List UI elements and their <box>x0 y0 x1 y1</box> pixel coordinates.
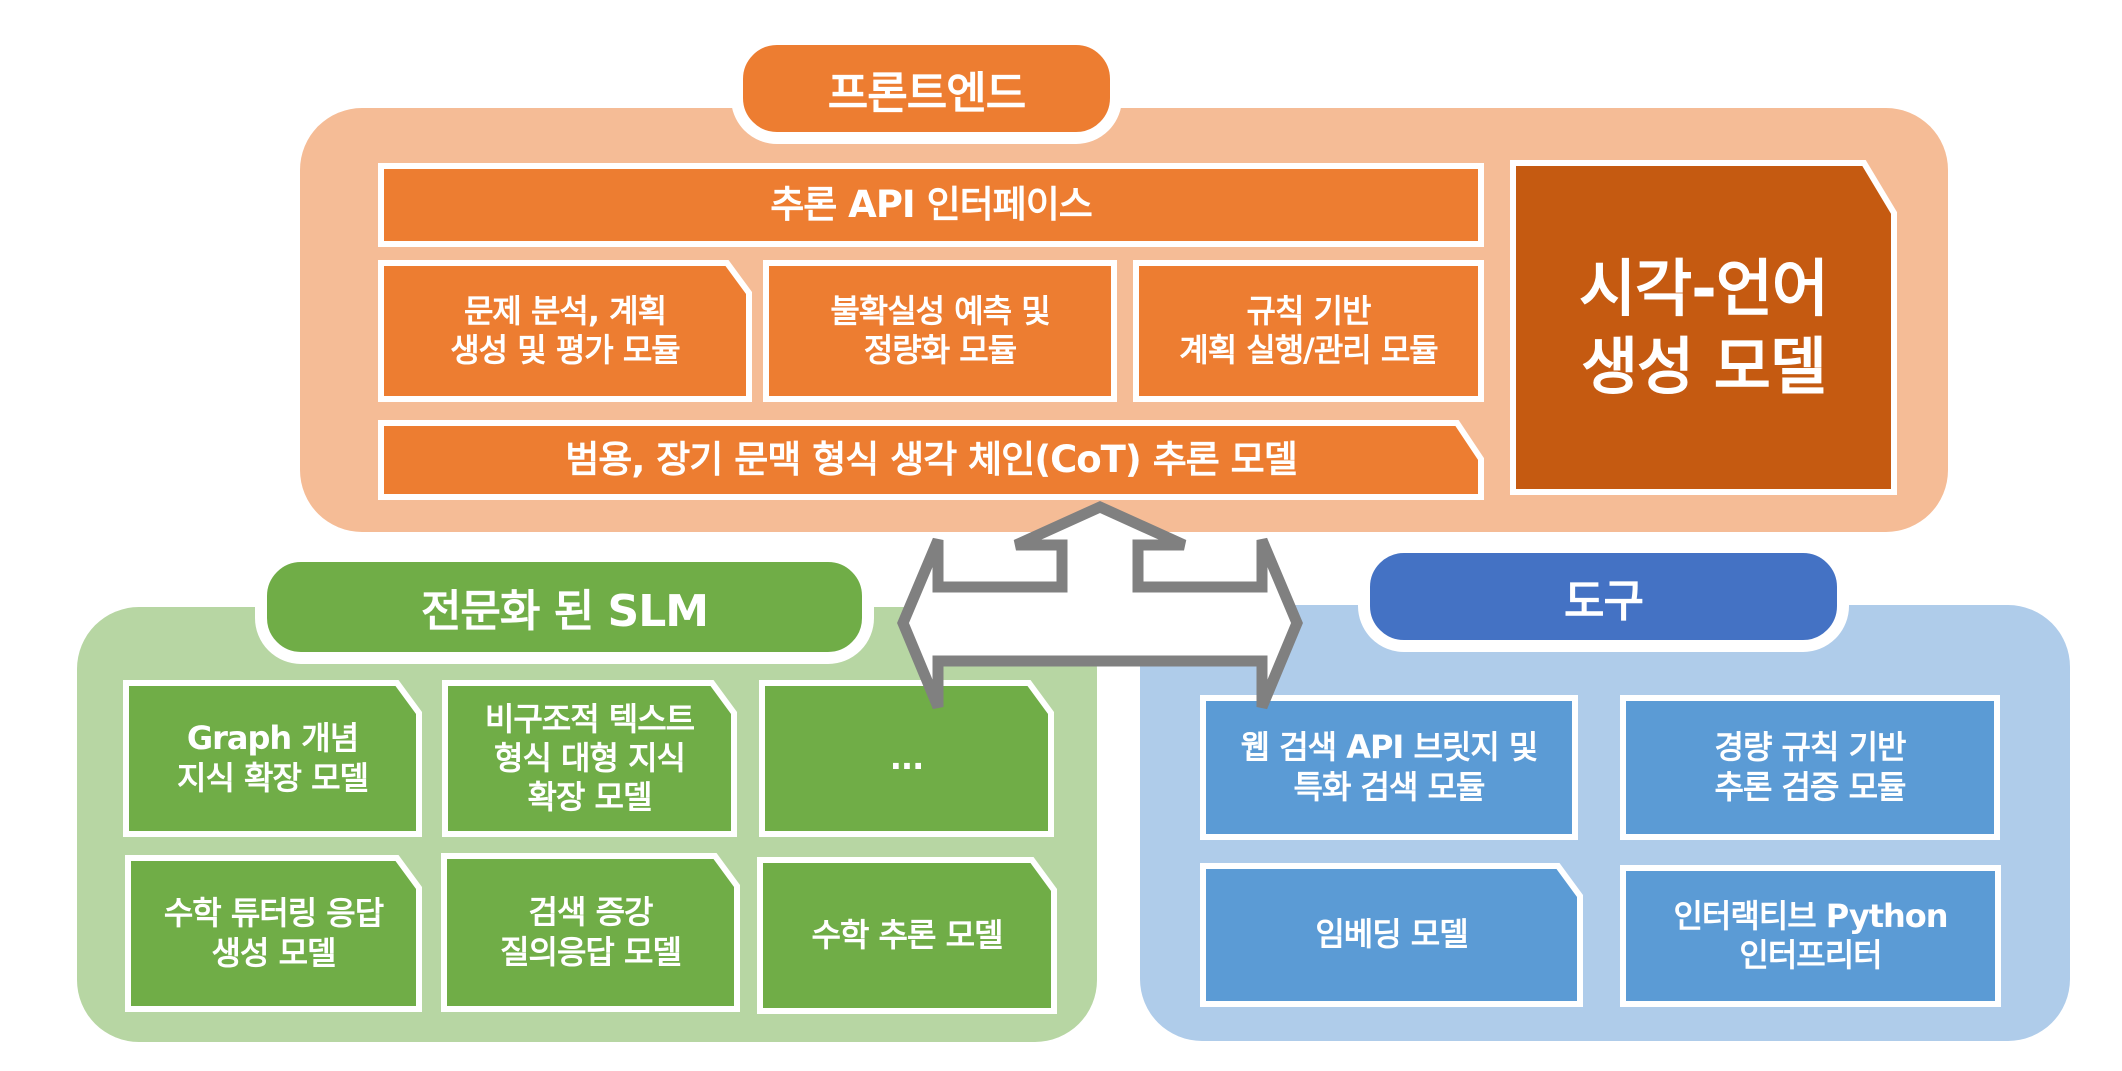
frontend-module-box: 문제 분석, 계획 생성 및 평가 모듈 <box>378 260 752 402</box>
tool-label: 웹 검색 API 브릿지 및 특화 검색 모듈 <box>1240 728 1539 806</box>
tool-label: 인터랙티브 Python 인터프리터 <box>1673 896 1948 974</box>
box-shape <box>378 420 1484 500</box>
slm-model-box: ... <box>759 680 1054 837</box>
slm-model-box: 검색 증강 질의응답 모델 <box>441 853 740 1012</box>
box-shape <box>1620 695 2000 840</box>
box-outline <box>378 420 1484 500</box>
box-outline <box>1510 160 1897 495</box>
box-outline <box>1133 260 1484 402</box>
frontend-module-label: 불확실성 예측 및 정량화 모듈 <box>830 291 1050 369</box>
slm-model-box: 비구조적 텍스트 형식 대형 지식 확장 모델 <box>442 680 737 837</box>
slm-model-label: 수학 추론 모델 <box>811 915 1004 954</box>
box-outline <box>123 680 422 837</box>
box-outline <box>125 855 422 1012</box>
slm-model-label: Graph 개념 지식 확장 모델 <box>177 719 369 797</box>
tool-label: 임베딩 모델 <box>1315 915 1468 954</box>
api-interface-box: 추론 API 인터페이스 <box>378 163 1484 247</box>
cot-model-label: 범용, 장기 문맥 형식 생각 체인(CoT) 추론 모델 <box>565 438 1297 482</box>
tool-box: 웹 검색 API 브릿지 및 특화 검색 모듈 <box>1200 695 1578 840</box>
box-shape <box>378 260 752 402</box>
box-shape <box>1510 160 1897 495</box>
frontend-title: 프론트엔드 <box>731 33 1122 144</box>
frontend-module-box: 불확실성 예측 및 정량화 모듈 <box>763 260 1117 402</box>
vlm-label: 시각-언어 생성 모델 <box>1579 252 1829 403</box>
box-outline <box>1200 863 1583 1007</box>
slm-title-text: 전문화 된 SLM <box>420 586 709 637</box>
frontend-module-label: 규칙 기반 계획 실행/관리 모듈 <box>1179 291 1438 369</box>
box-shape <box>763 260 1117 402</box>
frontend-title-text: 프론트엔드 <box>827 67 1026 119</box>
box-outline <box>441 853 740 1012</box>
box-shape <box>1620 865 2001 1007</box>
slm-model-label: 검색 증강 질의응답 모델 <box>500 893 682 971</box>
tools-title: 도구 <box>1358 541 1849 652</box>
box-outline <box>442 680 737 837</box>
box-outline <box>763 260 1117 402</box>
box-outline <box>378 260 752 402</box>
box-shape <box>757 857 1057 1014</box>
tool-box: 경량 규칙 기반 추론 검증 모듈 <box>1620 695 2000 840</box>
box-shape <box>123 680 422 837</box>
tool-box: 인터랙티브 Python 인터프리터 <box>1620 865 2001 1007</box>
slm-title: 전문화 된 SLM <box>255 550 874 664</box>
box-outline <box>757 857 1057 1014</box>
box-shape <box>125 855 422 1012</box>
slm-model-label: 비구조적 텍스트 형식 대형 지식 확장 모델 <box>484 699 695 817</box>
frontend-module-label: 문제 분석, 계획 생성 및 평가 모듈 <box>450 291 681 369</box>
frontend-module-box: 규칙 기반 계획 실행/관리 모듈 <box>1133 260 1484 402</box>
slm-model-box: Graph 개념 지식 확장 모델 <box>123 680 422 837</box>
tool-label: 경량 규칙 기반 추론 검증 모듈 <box>1714 728 1907 806</box>
api-interface-label: 추론 API 인터페이스 <box>770 183 1093 227</box>
box-shape <box>1200 863 1583 1007</box>
slm-model-box: 수학 추론 모델 <box>757 857 1057 1014</box>
box-shape <box>378 163 1484 247</box>
slm-model-label: 수학 튜터링 응답 생성 모델 <box>163 894 384 972</box>
tool-box: 임베딩 모델 <box>1200 863 1583 1007</box>
box-outline <box>1620 695 2000 840</box>
vlm-box: 시각-언어 생성 모델 <box>1510 160 1897 495</box>
box-shape <box>1133 260 1484 402</box>
tools-title-text: 도구 <box>1564 575 1644 627</box>
box-shape <box>441 853 740 1012</box>
box-shape <box>442 680 737 837</box>
slm-model-box: 수학 튜터링 응답 생성 모델 <box>125 855 422 1012</box>
box-outline <box>378 163 1484 247</box>
box-outline <box>1200 695 1578 840</box>
box-outline <box>1620 865 2001 1007</box>
slm-model-label: ... <box>889 738 924 777</box>
cot-model-box: 범용, 장기 문맥 형식 생각 체인(CoT) 추론 모델 <box>378 420 1484 500</box>
box-shape <box>1200 695 1578 840</box>
